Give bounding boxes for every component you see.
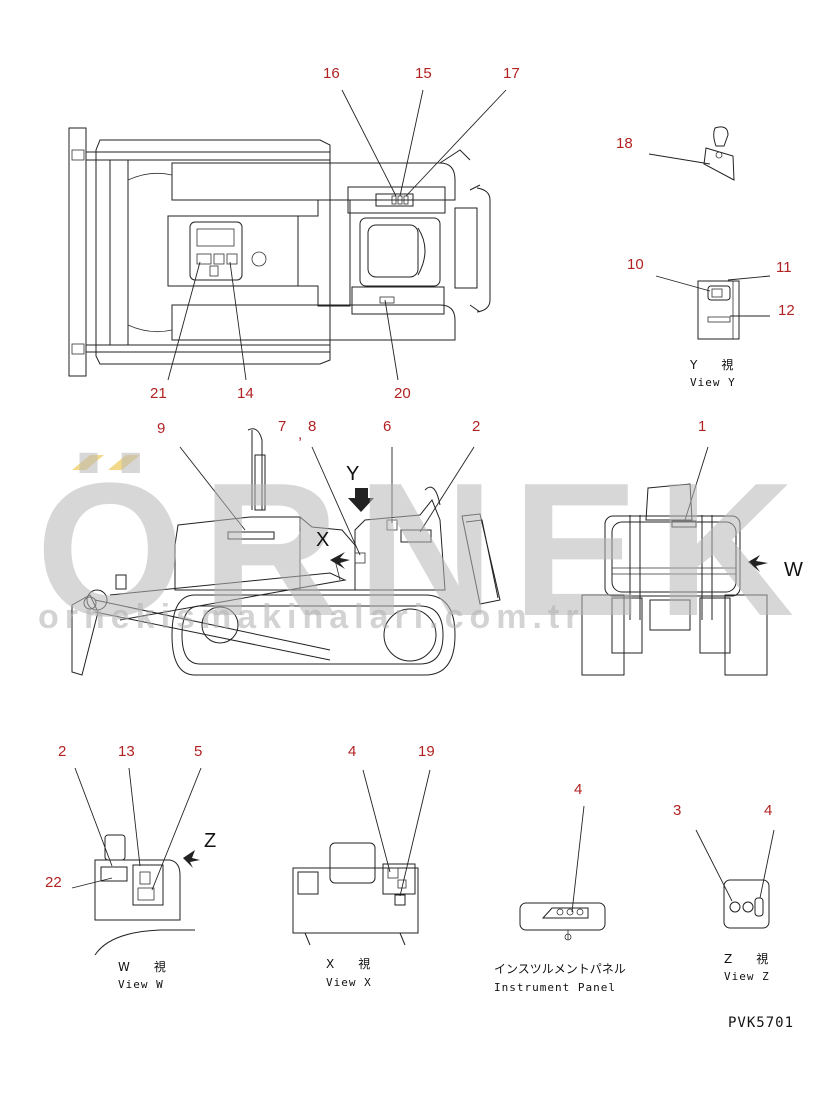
rear-view-drawing xyxy=(581,483,768,676)
callout-9: 9 xyxy=(157,420,165,437)
caption-view-y-en: View Y xyxy=(690,376,736,389)
callout-7: 7 xyxy=(278,418,286,435)
view-y-drawing xyxy=(697,126,740,340)
caption-view-x-jp: X 視 xyxy=(326,956,370,971)
callout-2-w: 2 xyxy=(58,743,66,760)
callout-5: 5 xyxy=(194,743,202,760)
view-arrow-labels: Y X W Z xyxy=(204,463,803,852)
view-arrow-w: W xyxy=(784,559,803,581)
view-arrow-x: X xyxy=(316,529,329,551)
watermark-accent-left xyxy=(72,455,104,470)
caption-view-x-en: View X xyxy=(326,976,372,989)
watermark: ÖRNEK ornekismakinalari.com.tr xyxy=(36,444,812,656)
caption-view-z-en: View Z xyxy=(724,970,770,983)
view-z-drawing xyxy=(723,879,770,929)
watermark-brand: ÖRNEK xyxy=(36,444,812,656)
callout-10: 10 xyxy=(627,256,644,273)
caption-instrument-en: Instrument Panel xyxy=(494,981,616,994)
callout-12: 12 xyxy=(778,302,795,319)
callout-3: 3 xyxy=(673,802,681,819)
caption-view-w-en: View W xyxy=(118,978,164,991)
callout-22: 22 xyxy=(45,874,62,891)
callout-21: 21 xyxy=(150,385,167,402)
caption-view-z-jp: Z 視 xyxy=(724,951,768,966)
callout-comma: , xyxy=(298,426,302,443)
callout-20: 20 xyxy=(394,385,411,402)
callout-17: 17 xyxy=(503,65,520,82)
callout-13: 13 xyxy=(118,743,135,760)
callout-4-x: 4 xyxy=(348,743,356,760)
callout-19: 19 xyxy=(418,743,435,760)
watermark-accent-right xyxy=(108,455,140,470)
caption-view-w-jp: W 視 xyxy=(118,959,166,974)
instrument-panel-drawing xyxy=(519,902,606,941)
callout-18: 18 xyxy=(616,135,633,152)
view-arrow-y: Y xyxy=(346,463,359,485)
caption-view-y-jp: Y 視 xyxy=(689,357,733,372)
view-captions: Y 視 View Y W 視 View W X 視 View X インスツルメン… xyxy=(118,357,770,994)
view-x-drawing xyxy=(292,842,419,946)
view-w-drawing xyxy=(94,834,200,956)
callout-14: 14 xyxy=(237,385,254,402)
caption-instrument-jp: インスツルメントパネル xyxy=(494,962,626,976)
callout-labels: 16 15 17 18 10 11 12 21 14 20 9 7 , 8 6 … xyxy=(45,65,795,891)
leader-lines xyxy=(71,89,775,913)
callout-15: 15 xyxy=(415,65,432,82)
drawing-reference: PVK5701 xyxy=(728,1015,794,1031)
callout-2-side: 2 xyxy=(472,418,480,435)
top-view-drawing xyxy=(68,127,491,377)
callout-4-panel: 4 xyxy=(574,781,582,798)
callout-6: 6 xyxy=(383,418,391,435)
watermark-site: ornekismakinalari.com.tr xyxy=(38,598,585,636)
view-arrow-z: Z xyxy=(204,830,216,852)
callout-11: 11 xyxy=(776,259,792,276)
callout-1: 1 xyxy=(698,418,706,435)
callout-8: 8 xyxy=(308,418,316,435)
callout-16: 16 xyxy=(323,65,340,82)
callout-4-z: 4 xyxy=(764,802,772,819)
